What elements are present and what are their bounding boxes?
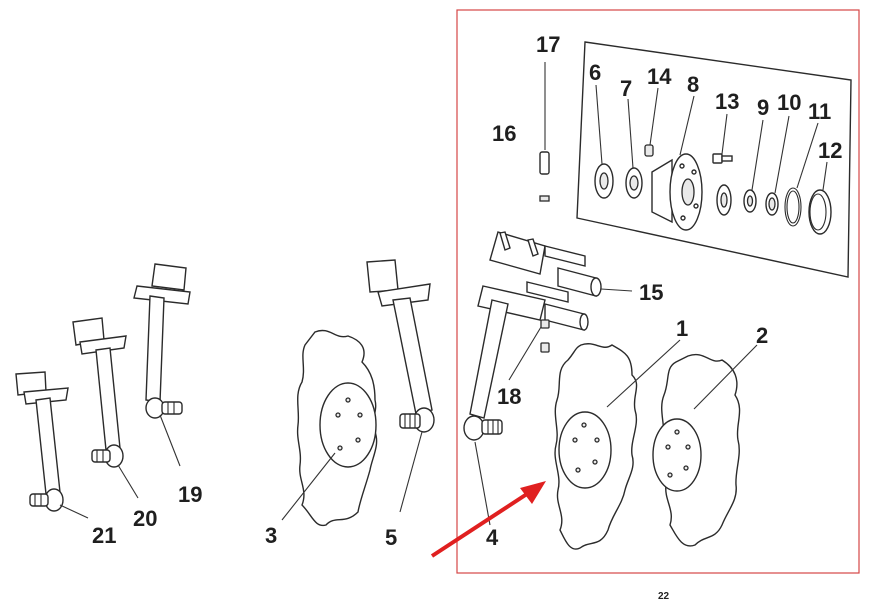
part-17-pin	[539, 62, 550, 202]
part-1-disc	[554, 339, 681, 550]
callout-2: 2	[756, 323, 768, 348]
group-label: 22	[658, 591, 670, 602]
pointer-arrow	[430, 481, 546, 558]
callout-6: 6	[589, 60, 601, 85]
callout-17: 17	[536, 32, 560, 57]
part-5-arm	[366, 259, 435, 513]
part-4-arm	[463, 299, 509, 526]
callout-1: 1	[676, 316, 688, 341]
callout-4: 4	[486, 525, 499, 550]
part-21-arm	[15, 371, 89, 519]
callout-14: 14	[647, 64, 672, 89]
part-8-hub	[651, 153, 703, 231]
part-13-bolt	[712, 153, 733, 164]
part-14-nut	[644, 144, 654, 157]
part-15-tubes	[526, 245, 633, 331]
callout-16: 16	[492, 121, 516, 146]
part-6-bearing	[594, 163, 614, 199]
callout-5: 5	[385, 525, 397, 550]
part-19-arm	[133, 263, 191, 467]
part-10-washer	[765, 192, 779, 216]
callout-11: 11	[808, 99, 831, 124]
part-12-cap	[808, 189, 832, 235]
callout-9: 9	[757, 95, 769, 120]
part-18-nuts	[508, 319, 550, 381]
callout-20: 20	[133, 506, 157, 531]
callout-15: 15	[639, 280, 663, 305]
part-16-bracket	[477, 231, 546, 321]
callout-19: 19	[178, 482, 202, 507]
part-9-nut	[743, 189, 757, 213]
part-11-ring	[784, 187, 802, 227]
callout-12: 12	[818, 138, 842, 163]
hub-detail-panel	[576, 41, 852, 278]
part-3-disc	[281, 329, 378, 527]
callout-7: 7	[620, 76, 632, 101]
callout-8: 8	[687, 72, 699, 97]
part-7-bearing	[625, 167, 643, 199]
callout-13: 13	[715, 89, 739, 114]
part-20-arm	[72, 317, 139, 499]
part-2-disc	[652, 344, 758, 547]
callout-21: 21	[92, 523, 116, 548]
hub-bearing	[716, 184, 732, 216]
assembly-group-frame	[456, 9, 860, 574]
callout-3: 3	[265, 523, 277, 548]
callout-10: 10	[777, 90, 801, 115]
callout-18: 18	[497, 384, 521, 409]
